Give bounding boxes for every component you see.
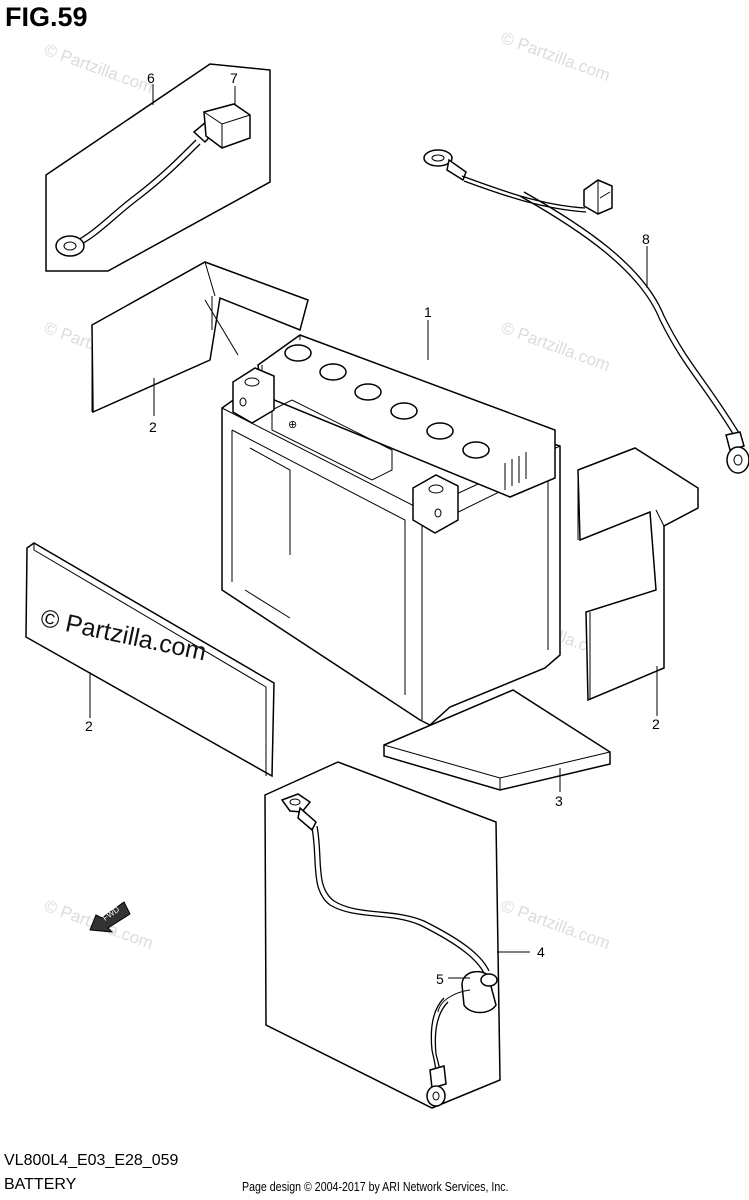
callout-4: 4 [537, 944, 545, 960]
callout-1: 1 [424, 304, 432, 320]
callout-2-left: 2 [85, 718, 93, 734]
fwd-arrow-icon: FWD [89, 901, 131, 933]
callout-6: 6 [147, 70, 155, 86]
fig-title: FIG.59 [5, 2, 88, 32]
model-code: VL800L4_E03_E28_059 [4, 1152, 179, 1169]
svg-text:⊕: ⊕ [288, 419, 297, 431]
part-4-5-panel [264, 761, 501, 1109]
leader-lines [89, 84, 658, 979]
page-credit: Page design © 2004-2017 by ARI Network S… [242, 1180, 509, 1194]
callout-2-upper-left: 2 [149, 419, 157, 435]
callout-5: 5 [436, 971, 444, 987]
part-3-pad-bottom [383, 689, 611, 791]
part-8-cable [423, 149, 749, 474]
part-2-pad-left [25, 542, 275, 778]
callout-7: 7 [230, 70, 238, 86]
callout-3: 3 [555, 793, 563, 809]
part-2-pad-upper-left [91, 261, 309, 414]
part-2-pad-right [577, 447, 699, 702]
callout-2-right: 2 [652, 716, 660, 732]
part-1-battery: ⊕ [221, 334, 561, 726]
part-6-7-panel [45, 63, 271, 272]
diagram-caption: BATTERY [4, 1176, 77, 1193]
callout-8: 8 [642, 231, 650, 247]
